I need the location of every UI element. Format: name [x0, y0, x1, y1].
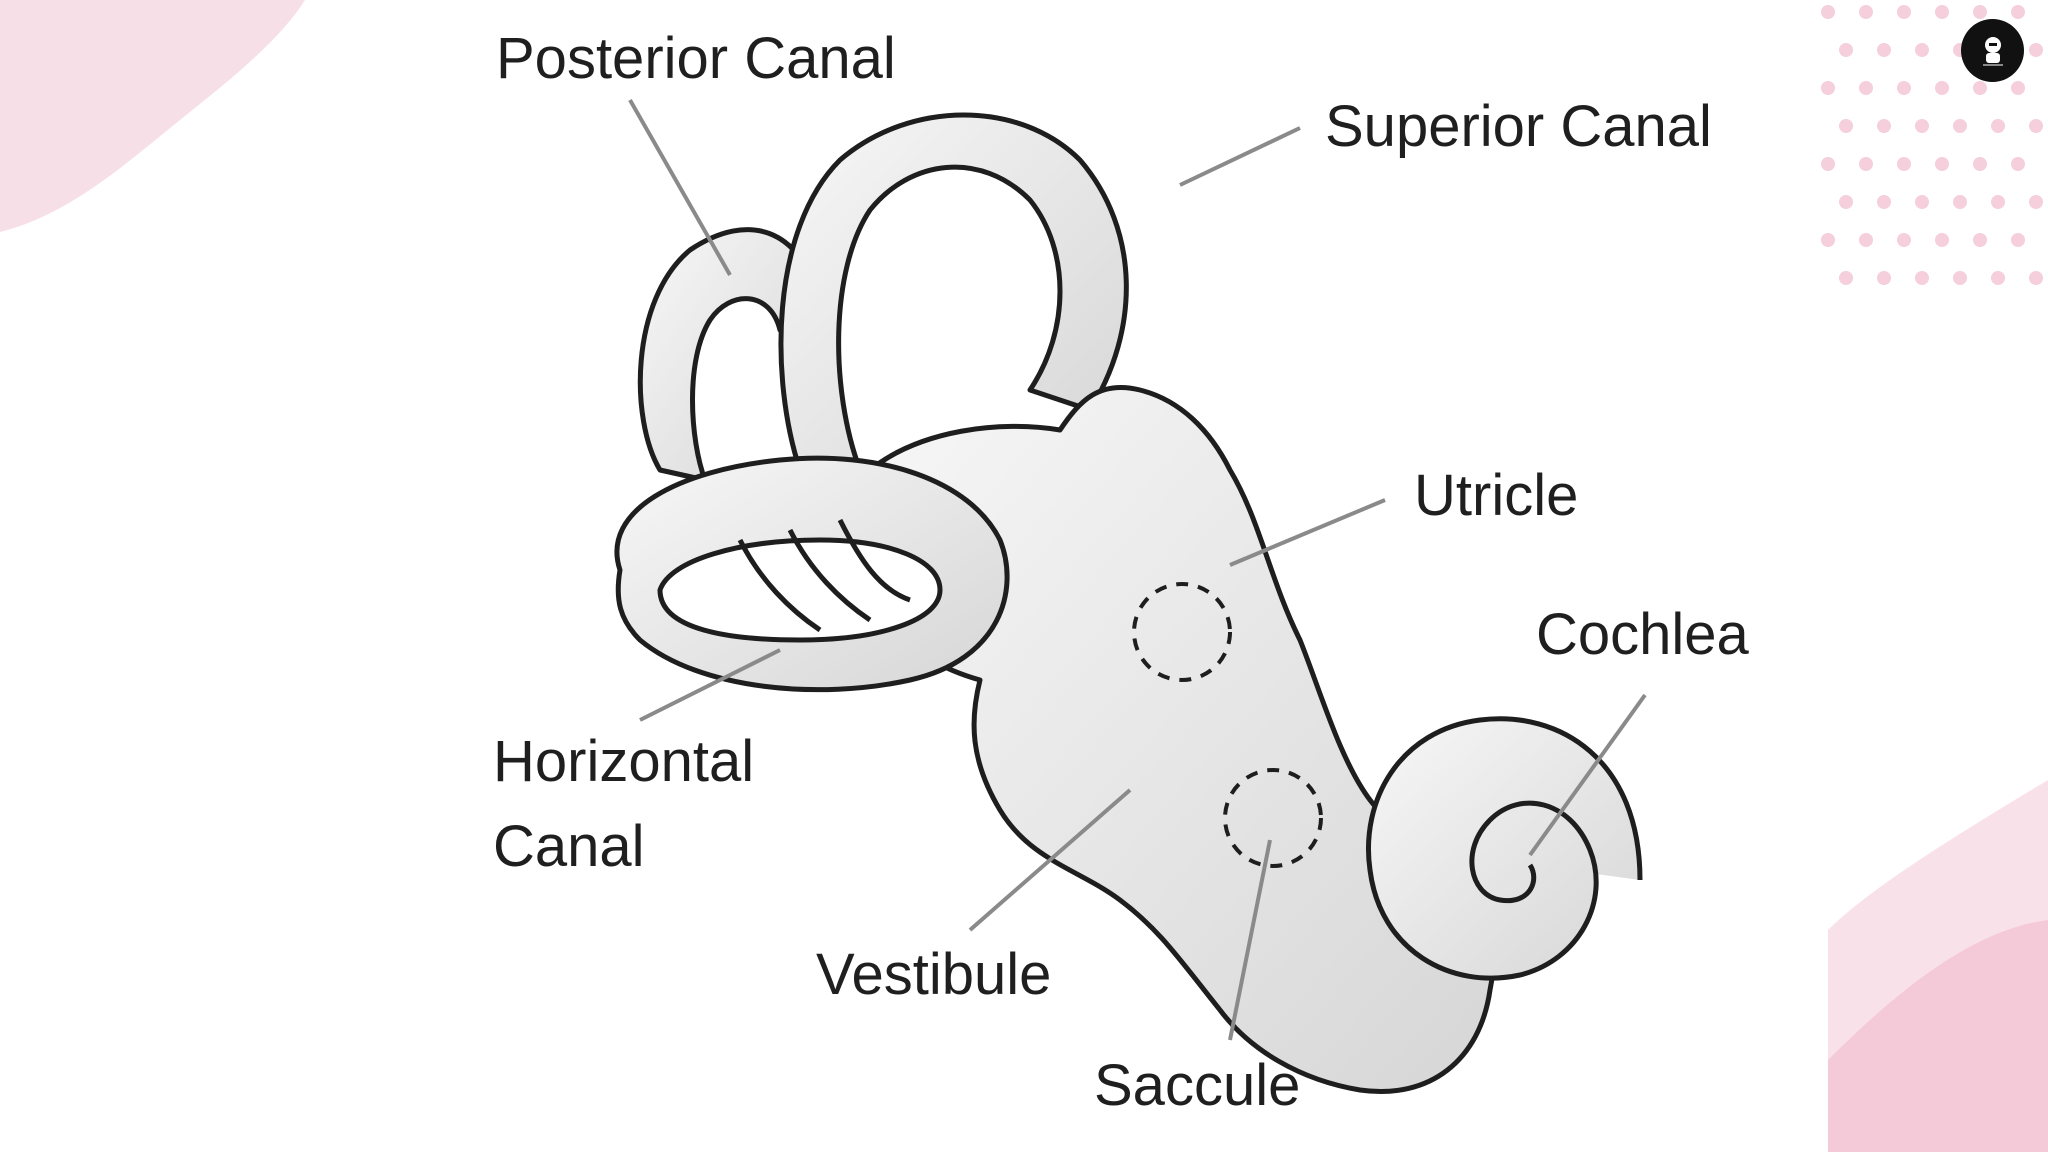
decorative-dot — [1839, 43, 1853, 57]
decorative-dot — [1935, 157, 1949, 171]
decorative-dot — [1897, 5, 1911, 19]
decorative-dot — [1859, 157, 1873, 171]
decorative-dot — [1973, 233, 1987, 247]
horizontal-canal-leader — [639, 648, 781, 722]
decorative-dot — [1877, 271, 1891, 285]
decorative-dot — [2029, 43, 2043, 57]
utricle-label: Utricle — [1414, 463, 1579, 528]
top-left-pink-blob — [0, 0, 305, 232]
cochlea-shape — [1366, 716, 1643, 981]
superior-canal-label: Superior Canal — [1325, 94, 1712, 159]
decorative-dot — [1991, 195, 2005, 209]
decorative-dot — [1897, 233, 1911, 247]
decorative-dot — [1991, 271, 2005, 285]
utricle-leader — [1229, 498, 1386, 567]
decorative-dot — [1877, 119, 1891, 133]
avatar-logo-icon — [1961, 19, 2024, 82]
decorative-dot — [1877, 195, 1891, 209]
decorative-dot — [1991, 119, 2005, 133]
decorative-dot — [2011, 5, 2025, 19]
vestibule-label: Vestibule — [816, 942, 1052, 1007]
decorative-dot — [1973, 157, 1987, 171]
decorative-dot — [1821, 81, 1835, 95]
decorative-dot — [1953, 119, 1967, 133]
decorative-dot — [1915, 271, 1929, 285]
decorative-dot — [2029, 195, 2043, 209]
decorative-dot — [2011, 81, 2025, 95]
decorative-dot — [1821, 5, 1835, 19]
horizontal-canal-label-line1: Horizontal — [493, 729, 755, 794]
decorative-dot — [1915, 195, 1929, 209]
cochlea-label: Cochlea — [1536, 602, 1749, 667]
saccule-label: Saccule — [1094, 1053, 1301, 1118]
saccule-region — [1223, 768, 1323, 868]
cochlea-leader — [1528, 693, 1647, 857]
decorative-dot — [1839, 271, 1853, 285]
decorative-dot — [1973, 5, 1987, 19]
decorative-dot — [2011, 157, 2025, 171]
decorative-dot — [1953, 271, 1967, 285]
decorative-dot — [1839, 119, 1853, 133]
horizontal-canal-label-line2: Canal — [493, 814, 645, 879]
decorative-dot — [1915, 43, 1929, 57]
decorative-dot — [1897, 157, 1911, 171]
decorative-dot — [1953, 195, 1967, 209]
saccule-leader — [1228, 839, 1272, 1041]
decorative-dot — [2011, 233, 2025, 247]
decorative-dot — [1839, 195, 1853, 209]
decorative-dot-pattern — [1821, 5, 2043, 285]
posterior-canal-leader — [628, 99, 732, 276]
decorative-dot — [1935, 81, 1949, 95]
decorative-dot — [2029, 119, 2043, 133]
decorative-dot — [1935, 233, 1949, 247]
decorative-dot — [1859, 5, 1873, 19]
decorative-dot — [1877, 43, 1891, 57]
superior-canal-leader — [1179, 126, 1301, 187]
decorative-dot — [1935, 5, 1949, 19]
decorative-dot — [1859, 81, 1873, 95]
posterior-canal-label: Posterior Canal — [496, 26, 896, 91]
bottom-right-pink-blob — [1828, 780, 2048, 1152]
utricle-region — [1132, 582, 1232, 682]
decorative-dot — [1859, 233, 1873, 247]
vestibule-leader — [968, 788, 1132, 932]
decorative-dot — [1821, 233, 1835, 247]
decorative-dot — [2029, 271, 2043, 285]
decorative-dot — [1973, 81, 1987, 95]
decorative-dot — [1821, 157, 1835, 171]
decorative-dot — [1915, 119, 1929, 133]
decorative-dot — [1897, 81, 1911, 95]
inner-ear-diagram — [614, 99, 1647, 1094]
